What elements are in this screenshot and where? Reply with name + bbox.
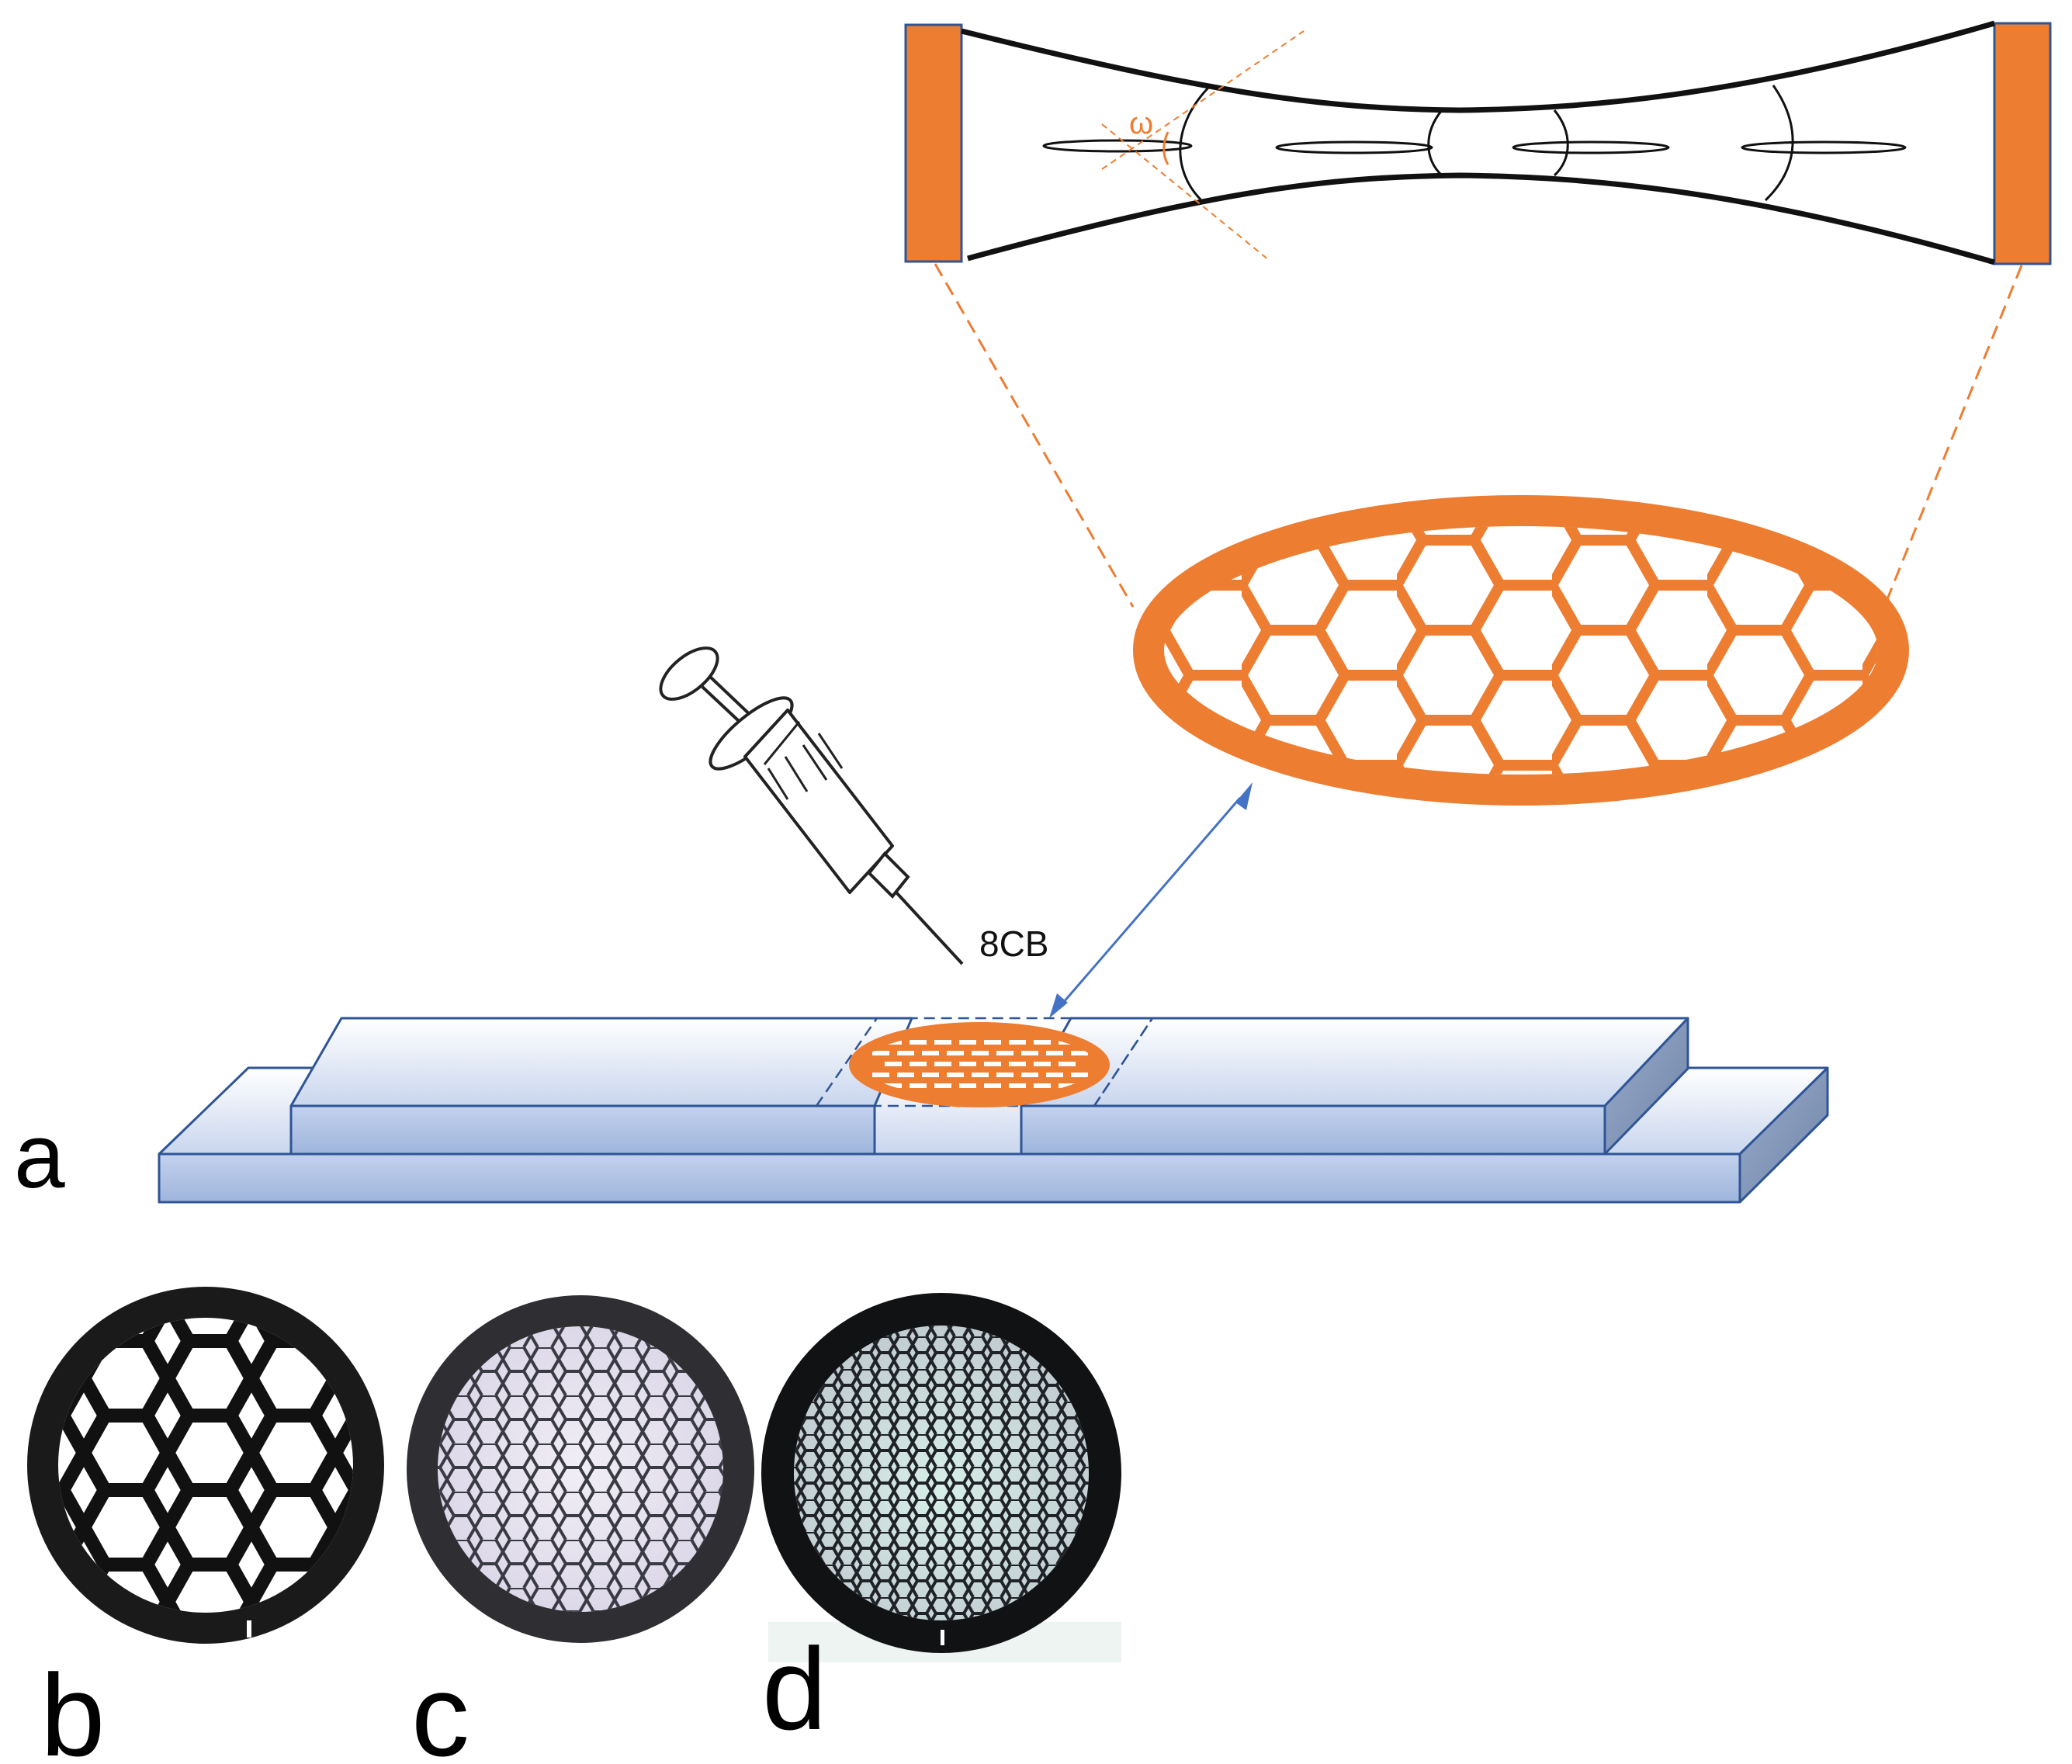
beam-upper-edge — [961, 20, 1995, 113]
panel-label-a: a — [14, 1105, 65, 1208]
beam-axis-ellipse — [1741, 140, 1907, 154]
magnified-grid-rim — [1133, 495, 1909, 806]
panel-label-d: d — [762, 1624, 826, 1754]
zoom-line-left — [934, 263, 1135, 608]
divergence-line — [1101, 30, 1305, 170]
wavefront — [1553, 109, 1569, 177]
beam-axis-ellipse — [1042, 139, 1193, 153]
grid-photo-b — [27, 1287, 384, 1644]
right-mirror — [1993, 22, 2052, 265]
angle-omega-label: ω — [1129, 106, 1153, 140]
divergence-line — [1101, 123, 1270, 261]
wavefront — [1427, 109, 1443, 177]
zoom-line-right — [1883, 265, 2023, 608]
grid-photo-c — [407, 1295, 754, 1643]
glass-substrate — [158, 1017, 1829, 1204]
wavefront — [1764, 85, 1794, 202]
syringe-icon — [659, 646, 964, 965]
beam-waist-diagram: ω — [904, 20, 2052, 265]
panel-label-b: b — [40, 1650, 105, 1764]
beam-axis-ellipse — [1512, 140, 1670, 154]
left-mirror — [904, 23, 963, 263]
zoom-arrow — [1049, 782, 1253, 1018]
material-label: 8CB — [979, 924, 1048, 964]
angle-arc — [1162, 131, 1169, 165]
grid-photo-d — [761, 1293, 1121, 1662]
wavefront — [1179, 84, 1212, 202]
beam-axis-ellipse — [1275, 140, 1433, 154]
gap-dashed-edge — [1093, 1017, 1154, 1107]
panel-label-c: c — [411, 1650, 469, 1764]
beam-lower-edge — [967, 172, 1995, 265]
magnified-grid — [1133, 495, 1909, 806]
sample-grid — [849, 1022, 1110, 1107]
